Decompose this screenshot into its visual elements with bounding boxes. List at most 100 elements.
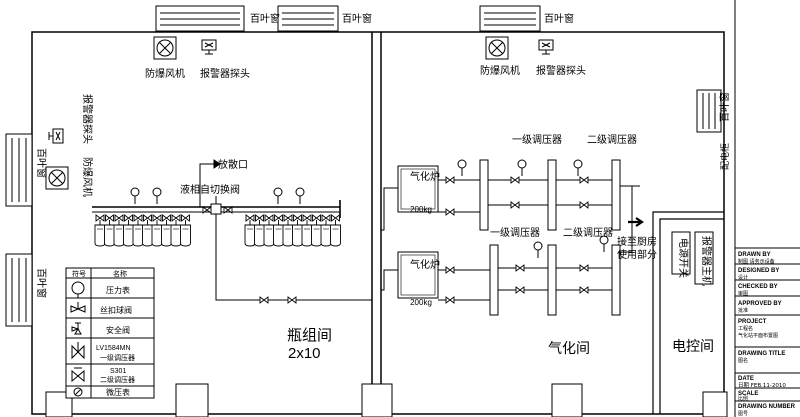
- alarm-probe-icon-top-left: [201, 39, 217, 55]
- lpg-cylinder-icon: [273, 219, 284, 247]
- pressure-gauge-icon: [152, 187, 162, 205]
- fan-label-top-right: 防爆风机: [480, 64, 520, 77]
- legend-item-3: LV1584MN 一级调压器: [96, 344, 135, 362]
- tb-drawn-by-cn: 制图 请务示设备: [738, 258, 775, 265]
- ball-valve-icon: [579, 201, 589, 209]
- room-label-bottle-count: 2x10: [288, 345, 321, 362]
- tb-designed-by-cn: 设计: [738, 274, 748, 281]
- tb-checked-by: CHECKED BY: [738, 284, 778, 290]
- louver-label-top-center: 百叶窗: [342, 12, 372, 25]
- louver-label-left-upper: 百叶窗: [35, 148, 48, 178]
- louver-label-left-lower: 百叶窗: [35, 268, 48, 298]
- louver-window-top-right: [479, 5, 541, 32]
- reg1-label-lower: 一级调压器: [490, 227, 540, 239]
- room-label-bottle: 瓶组间: [287, 326, 332, 344]
- vaporizer-label-lower: 气化炉: [410, 258, 440, 271]
- vaporizer-label-upper: 气化炉: [410, 170, 440, 183]
- lpg-cylinder-icon: [104, 219, 115, 247]
- tb-drawn-by: DRAWN BY: [738, 252, 771, 258]
- cabinet-label: 配电柜: [719, 143, 731, 170]
- lpg-cylinder-icon: [311, 219, 322, 247]
- fan-label-left: 防爆风机: [81, 157, 94, 197]
- lpg-cylinder-icon: [282, 219, 294, 247]
- pressure-gauge-icon: [533, 241, 543, 259]
- ball-valve-icon: [445, 266, 455, 274]
- vaporizer-icon-lower: [397, 251, 439, 299]
- legend-header-symbol: 符号: [72, 269, 86, 278]
- legend-item-1: 丝扣球阀: [100, 305, 132, 315]
- vaporizer-weight-lower: 200kg: [410, 298, 432, 307]
- ball-valve-icon: [579, 176, 589, 184]
- legend-item-0: 压力表: [106, 285, 130, 295]
- alarm-probe-label-top-left: 报警器探头: [200, 67, 250, 80]
- louver-window-top-center: [277, 5, 339, 32]
- louver-window-left-upper: [5, 133, 33, 207]
- control-room-walls: [652, 211, 724, 414]
- ball-valve-icon: [510, 176, 520, 184]
- title-block: DRAWN BY 制图 请务示设备 DESIGNED BY 设计 CHECKED…: [734, 0, 800, 417]
- legend-item-5: 微压表: [106, 387, 130, 397]
- tb-date: DATE: [738, 376, 754, 382]
- lpg-cylinder-icon: [170, 219, 182, 247]
- lpg-cylinder-icon: [244, 219, 256, 247]
- pressure-gauge-icon: [457, 159, 467, 177]
- louver-window-right: [696, 89, 722, 133]
- exhaust-label: 放散口: [218, 158, 248, 171]
- legend-item-4: S301 二级调压器: [100, 367, 135, 384]
- tb-date-value: 日期 FEB.11-2010: [738, 382, 786, 389]
- tb-approved-by: APPROVED BY: [738, 301, 782, 307]
- louver-windows: [5, 5, 722, 327]
- switchover-valve-icon: [210, 196, 222, 215]
- ball-valve-icon: [287, 296, 297, 304]
- lpg-cylinders: [94, 214, 341, 247]
- ball-valve-icon: [579, 286, 589, 294]
- lpg-cylinder-icon: [180, 219, 191, 247]
- ball-valve-icon: [510, 201, 520, 209]
- alarm-probe-label-left: 报警器探头: [81, 94, 94, 144]
- ball-valve-icon: [445, 208, 455, 216]
- power-switch-box: [671, 231, 691, 275]
- reg1-label-upper: 一级调压器: [512, 134, 562, 146]
- wall-pillars: [45, 383, 728, 417]
- pressure-gauge-icon: [573, 159, 583, 177]
- reg2-label-upper: 二级调压器: [587, 134, 637, 146]
- lpg-cylinder-icon: [132, 219, 144, 247]
- tb-drawing-number-cn: 图号: [738, 411, 748, 417]
- regulator-1-icon: [71, 342, 85, 360]
- tb-designed-by: DESIGNED BY: [738, 268, 779, 274]
- bottle-room-valves: [130, 187, 305, 304]
- pressure-gauge-icon: [71, 281, 85, 298]
- legend-item-2: 安全阀: [106, 325, 130, 335]
- vaporizer-labels: 气化炉 200kg 气化炉 200kg 一级调压器 二级调压器 一级调压器 二级…: [410, 134, 660, 307]
- fan-label-top-left: 防爆风机: [145, 67, 185, 80]
- room-label-vapor: 气化间: [548, 341, 590, 357]
- tb-project-cn1: 工程名: [738, 325, 753, 332]
- kitchen-label: 接至厨房 使用部分: [617, 235, 660, 261]
- lpg-cylinder-icon: [123, 219, 134, 247]
- louver-label-top-left: 百叶窗: [250, 12, 280, 25]
- tb-drawing-title: DRAWING TITLE: [738, 351, 785, 357]
- alarm-probe-icon-top-right: [538, 39, 554, 55]
- tb-drawing-number: DRAWING NUMBER: [738, 404, 796, 410]
- alarm-host-box: [694, 231, 714, 285]
- vaporizer-weight-upper: 200kg: [410, 205, 432, 214]
- tb-checked-by-cn: 审图: [738, 290, 748, 297]
- switch-valve-label: 液相自切换阀: [180, 183, 240, 196]
- fan-and-probe-labels: 防爆风机 报警器探头 防爆风机 报警器探头 防爆风机 报警器探头: [81, 64, 586, 197]
- tb-scale-cn: 比例: [738, 395, 748, 402]
- ball-valve-icon: [70, 302, 86, 313]
- louver-label-right: 百叶窗: [718, 92, 731, 122]
- ball-valve-icon: [515, 286, 525, 294]
- ball-valve-icon: [445, 296, 455, 304]
- control-room-devices: [671, 231, 714, 285]
- regulator-2-icon: [71, 367, 85, 383]
- lpg-cylinder-icon: [263, 219, 275, 247]
- micro-gauge-icon: [73, 387, 83, 397]
- lpg-cylinder-icon: [292, 219, 303, 247]
- tb-project: PROJECT: [738, 319, 767, 325]
- ball-valve-icon: [259, 296, 269, 304]
- alarm-probe-label-top-right: 报警器探头: [536, 64, 586, 77]
- louver-label-top-right: 百叶窗: [544, 12, 574, 25]
- reg2-label-lower: 二级调压器: [563, 227, 613, 239]
